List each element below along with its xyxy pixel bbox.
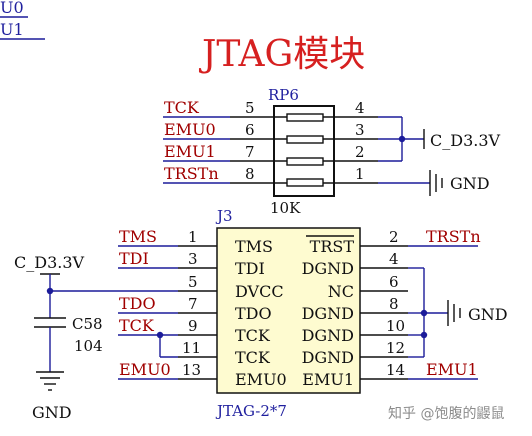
j3-pin-number: 13	[182, 361, 201, 379]
j3-pin-number: 8	[389, 295, 399, 313]
j3-pin-name: TCK	[235, 326, 271, 345]
rp6-pin-number: 5	[245, 99, 255, 117]
ground-symbol-bottom	[36, 371, 64, 391]
j3-pin-name: DGND	[302, 304, 354, 323]
net-label-j3: EMU0	[119, 360, 171, 379]
ground-label-right: GND	[468, 305, 508, 324]
ground-label-top: GND	[450, 174, 490, 193]
rp6-resistor	[286, 135, 324, 144]
rp6-resistors	[286, 113, 324, 187]
rp6-resistor	[286, 178, 324, 187]
net-label-rp6: TCK	[164, 98, 200, 117]
j3-pin-name: TRST	[310, 237, 355, 256]
rp6-resistor	[286, 157, 324, 166]
net-label-j3: TCK	[119, 316, 155, 335]
net-label-j3: EMU1	[426, 360, 478, 379]
rp6-resistor	[286, 113, 324, 122]
watermark-text: 知乎 @饱腹的鼹鼠	[388, 405, 504, 422]
net-label-j3: TRSTn	[426, 227, 481, 246]
power-label-left: C_D3.3V	[14, 253, 85, 272]
junction-dot	[420, 331, 428, 339]
j3-body	[216, 227, 361, 394]
j3-pin-number: 12	[386, 339, 405, 357]
j3-right-pin-lines	[360, 245, 408, 380]
j3-pin-name: EMU0	[235, 370, 287, 389]
rp6-pin-number: 6	[245, 121, 255, 139]
j3-pin-name: DGND	[302, 348, 354, 367]
j3-left-pin-lines	[178, 245, 217, 380]
ground-symbol-top	[429, 170, 443, 196]
ground-label-bottom: GND	[32, 403, 72, 422]
j3-pin-number: 5	[188, 273, 198, 291]
j3-pin-name: TMS	[235, 237, 273, 256]
net-label-rp6: TRSTn	[164, 164, 219, 183]
j3-pin-number: 9	[188, 317, 198, 335]
junction-dot	[156, 331, 164, 339]
cap-ref: C58	[72, 315, 103, 333]
net-label-j3: TMS	[119, 227, 157, 246]
j3-ref: J3	[215, 207, 233, 225]
rp6-pin-number: 4	[355, 99, 365, 117]
j3-pin-number: 6	[389, 273, 399, 291]
rp6-net-wires	[163, 116, 230, 184]
j3-pin-number: 2	[389, 228, 399, 246]
j3-left-net-wires	[50, 245, 178, 380]
j3-pin-name: TCK	[235, 348, 271, 367]
rp6-pin-number: 2	[355, 143, 365, 161]
page-title: JTAG模块	[198, 34, 365, 75]
rp6-body	[273, 105, 335, 197]
net-label-rp6: EMU1	[164, 142, 216, 161]
j3-pin-name: NC	[328, 282, 354, 301]
rp6-pin-number: 3	[355, 121, 365, 139]
junction-dot	[420, 309, 428, 317]
j3-pin-name: TDO	[235, 304, 272, 323]
rp6-pin-number: 1	[355, 165, 365, 183]
j3-pin-number: 14	[386, 361, 405, 379]
ground-symbol-right	[447, 300, 461, 326]
rp6-pin-lines	[230, 116, 378, 184]
j3-pin-name: EMU1	[302, 370, 354, 389]
j3-part: JTAG-2*7	[215, 402, 287, 420]
net-label-rp6: EMU0	[164, 120, 216, 139]
j3-pin-name: TDI	[235, 259, 265, 278]
rp6-ref: RP6	[268, 86, 299, 104]
power-label-top: C_D3.3V	[430, 131, 501, 150]
net-label-u1: U1	[0, 20, 24, 39]
j3-pin-name: DGND	[302, 259, 354, 278]
j3-pin-number: 11	[182, 339, 201, 357]
j3-pin-number: 3	[188, 250, 198, 268]
net-label-u0: U0	[0, 0, 24, 17]
junction-dot	[398, 135, 406, 143]
rp6-power-bus	[378, 116, 430, 184]
j3-pin-number: 1	[188, 228, 198, 246]
net-label-j3: TDO	[119, 294, 156, 313]
rp6-pin-number: 7	[245, 143, 255, 161]
j3-pin-number: 4	[389, 250, 399, 268]
j3-pin-number: 7	[188, 295, 198, 313]
j3-pin-name: DGND	[302, 326, 354, 345]
net-label-j3: TDI	[119, 249, 149, 268]
j3-pin-name: DVCC	[235, 282, 284, 301]
rp6-value: 10K	[270, 199, 301, 217]
rp6-pin-number: 8	[245, 165, 255, 183]
j3-pin-number: 10	[386, 317, 405, 335]
cap-value: 104	[74, 337, 103, 355]
